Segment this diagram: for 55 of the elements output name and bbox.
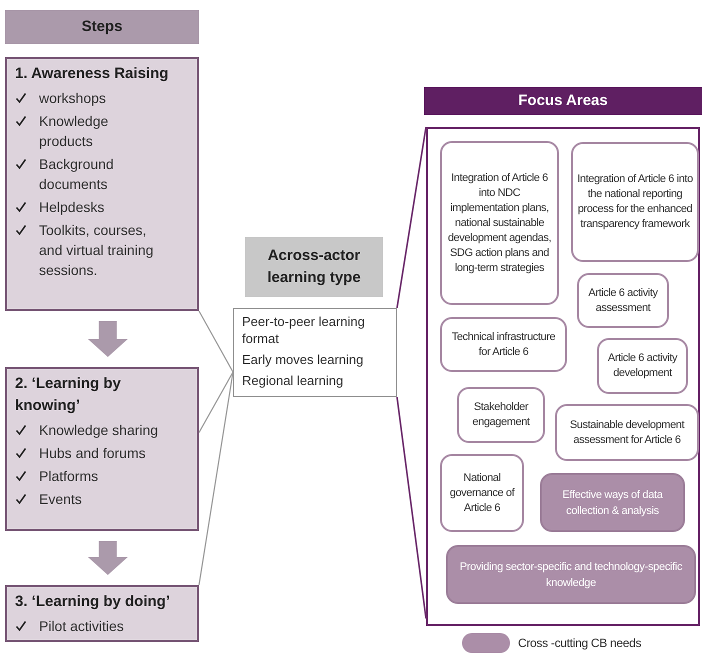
focus-area-text: Integration of Article 6 into NDC implementation plans, national sustainable development agendas, SDG action plans and long-term strategies — [446, 170, 552, 276]
header-bar — [5, 10, 199, 44]
focus-area-text: Effective ways of data collection & analysis — [561, 488, 664, 518]
list-item: Knowledge products — [39, 112, 110, 151]
header-box — [245, 237, 383, 297]
focus-area-text: Article 6 activity assessment — [587, 286, 659, 316]
legend-text: Cross -cutting CB needs — [518, 635, 642, 652]
header-text: Across-actor learning type — [266, 246, 362, 288]
learning-type-box — [233, 308, 397, 397]
focus-area-box — [540, 473, 685, 532]
focus-area-box — [440, 317, 567, 372]
list-item: Events — [39, 490, 82, 509]
step-box — [5, 367, 199, 531]
step-heading: 2. ‘Learning by knowing’ — [15, 374, 122, 416]
list-item: Regional learning — [242, 372, 344, 389]
step-heading: 1. Awareness Raising — [15, 64, 170, 84]
block-arrow — [88, 321, 128, 357]
connector-line — [198, 372, 234, 586]
focus-area-box — [446, 545, 696, 604]
step-box — [5, 57, 199, 311]
focus-area-box — [440, 454, 524, 532]
focus-area-box — [555, 404, 699, 461]
list-item: Helpdesks — [39, 198, 104, 217]
step-box — [5, 585, 199, 642]
focus-area-box — [571, 142, 699, 262]
step-heading: 3. ‘Learning by doing’ — [15, 592, 172, 612]
focus-area-text: Integration of Article 6 into the national reporting process for the enhanced transparency framework — [577, 172, 693, 232]
list-item: Background documents — [39, 155, 115, 194]
list-item: Hubs and forums — [39, 444, 146, 463]
focus-area-box — [597, 338, 688, 394]
focus-area-box — [440, 141, 559, 305]
focus-area-text: National governance of Article 6 — [448, 470, 516, 516]
focus-areas-frame — [426, 127, 700, 626]
focus-area-text: Sustainable development assessment for Article 6 — [568, 418, 686, 448]
connector-line — [198, 372, 234, 433]
list-item: Platforms — [39, 467, 98, 486]
list-item: Knowledge sharing — [39, 421, 158, 440]
focus-area-text: Stakeholder engagement — [471, 400, 531, 430]
header-text: Focus Areas — [518, 90, 608, 111]
focus-area-box — [577, 273, 669, 328]
focus-area-text: Providing sector-specific and technology-specific knowledge — [458, 560, 684, 590]
list-item: workshops — [39, 89, 106, 108]
list-item: Peer-to-peer learning format — [242, 313, 366, 347]
focus-area-box — [457, 387, 545, 443]
connector-line — [396, 126, 427, 308]
header-bar — [424, 87, 702, 115]
block-arrow — [88, 541, 128, 575]
list-item: Early moves learning — [242, 351, 364, 368]
connector-line — [396, 396, 427, 619]
header-text: Steps — [82, 16, 122, 37]
list-item: Pilot activities — [39, 617, 124, 636]
list-item: Toolkits, courses, and virtual training sessions. — [39, 221, 154, 280]
focus-area-text: Technical infrastructure for Article 6 — [450, 330, 556, 360]
connector-line — [198, 310, 234, 372]
focus-area-text: Article 6 activity development — [606, 351, 678, 381]
